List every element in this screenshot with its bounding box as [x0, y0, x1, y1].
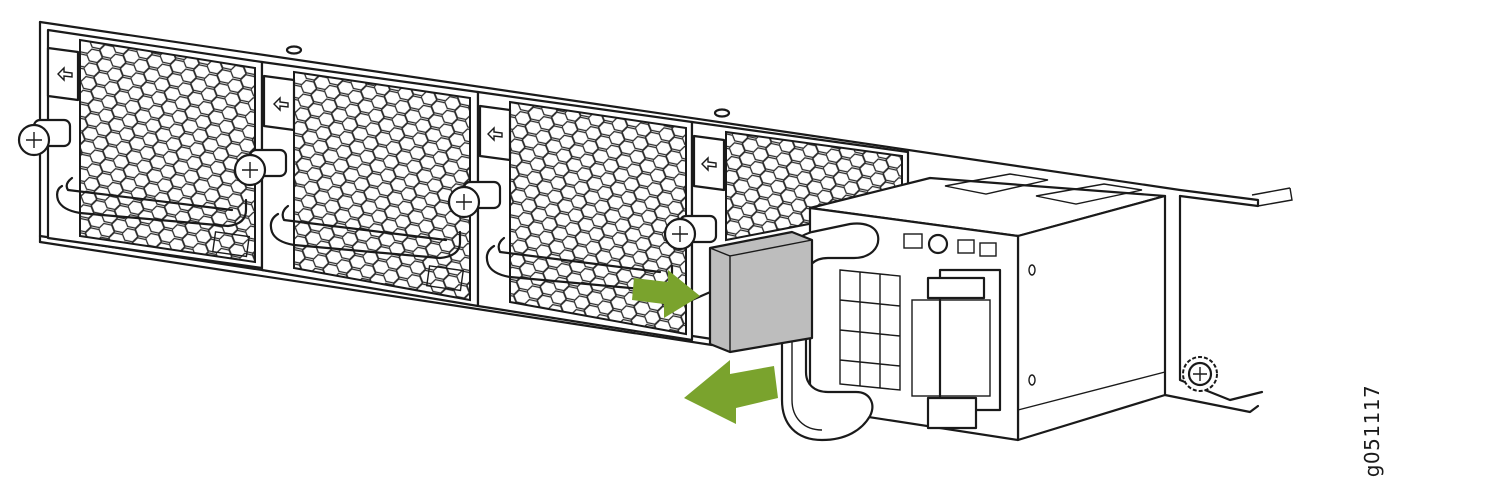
figure-id-text: g051117 [1360, 384, 1384, 478]
figure-id-label: g051117 [1352, 376, 1392, 486]
grounding-screw-icon [1182, 356, 1218, 392]
arrow-release-latch [632, 270, 700, 318]
fan-module-3 [476, 90, 694, 342]
release-latch [708, 230, 814, 354]
power-supply-module [808, 173, 1167, 442]
captive-screw-icon [233, 148, 288, 187]
captive-screw-icon [447, 180, 502, 219]
captive-screw-icon [17, 118, 72, 157]
fan-module-2 [260, 60, 480, 308]
fan-module-1 [46, 28, 264, 270]
captive-screw-icon [663, 214, 718, 251]
arrow-pull-psu [684, 360, 778, 424]
